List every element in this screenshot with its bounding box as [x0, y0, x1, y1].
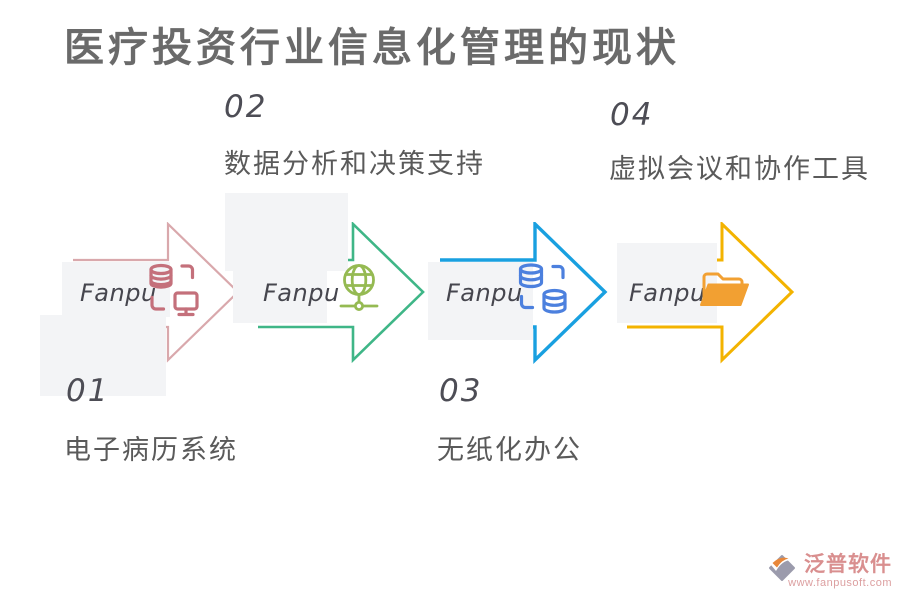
folder-icon: [698, 265, 750, 313]
decor-rect-6: [617, 243, 717, 323]
footer-logo: 泛普软件 www.fanpusoft.com: [768, 552, 892, 589]
step4-label: 虚拟会议和协作工具: [609, 154, 870, 184]
database-computer-icon: [147, 261, 201, 319]
database-sync-icon: [516, 261, 570, 319]
step3-brand-text: Fanpu: [446, 279, 523, 307]
step4-arrow: [627, 222, 795, 364]
step4-number: 04: [610, 97, 654, 133]
decor-rect-5: [428, 262, 533, 340]
globe-network-icon: [335, 262, 385, 314]
step2-number: 02: [224, 89, 268, 125]
step1-label: 电子病历系统: [64, 435, 238, 465]
step3-arrow: [440, 222, 608, 364]
step2-label: 数据分析和决策支持: [224, 149, 485, 179]
page-title: 医疗投资行业信息化管理的现状: [64, 26, 680, 70]
step3-number: 03: [439, 373, 483, 409]
step1-number: 01: [66, 373, 110, 409]
decor-rect-3: [225, 193, 348, 271]
decor-rect-4: [233, 266, 327, 323]
decor-rect-2: [40, 315, 166, 396]
fanpu-logo-icon: [768, 554, 796, 582]
step1-brand-text: Fanpu: [80, 279, 157, 307]
footer-website-url: www.fanpusoft.com: [788, 577, 892, 590]
step4-brand-text: Fanpu: [629, 279, 706, 307]
footer-brand-name: 泛普软件: [804, 553, 892, 576]
step3-label: 无纸化办公: [437, 435, 582, 465]
step2-arrow: [258, 222, 425, 364]
step2-brand-text: Fanpu: [263, 279, 340, 307]
